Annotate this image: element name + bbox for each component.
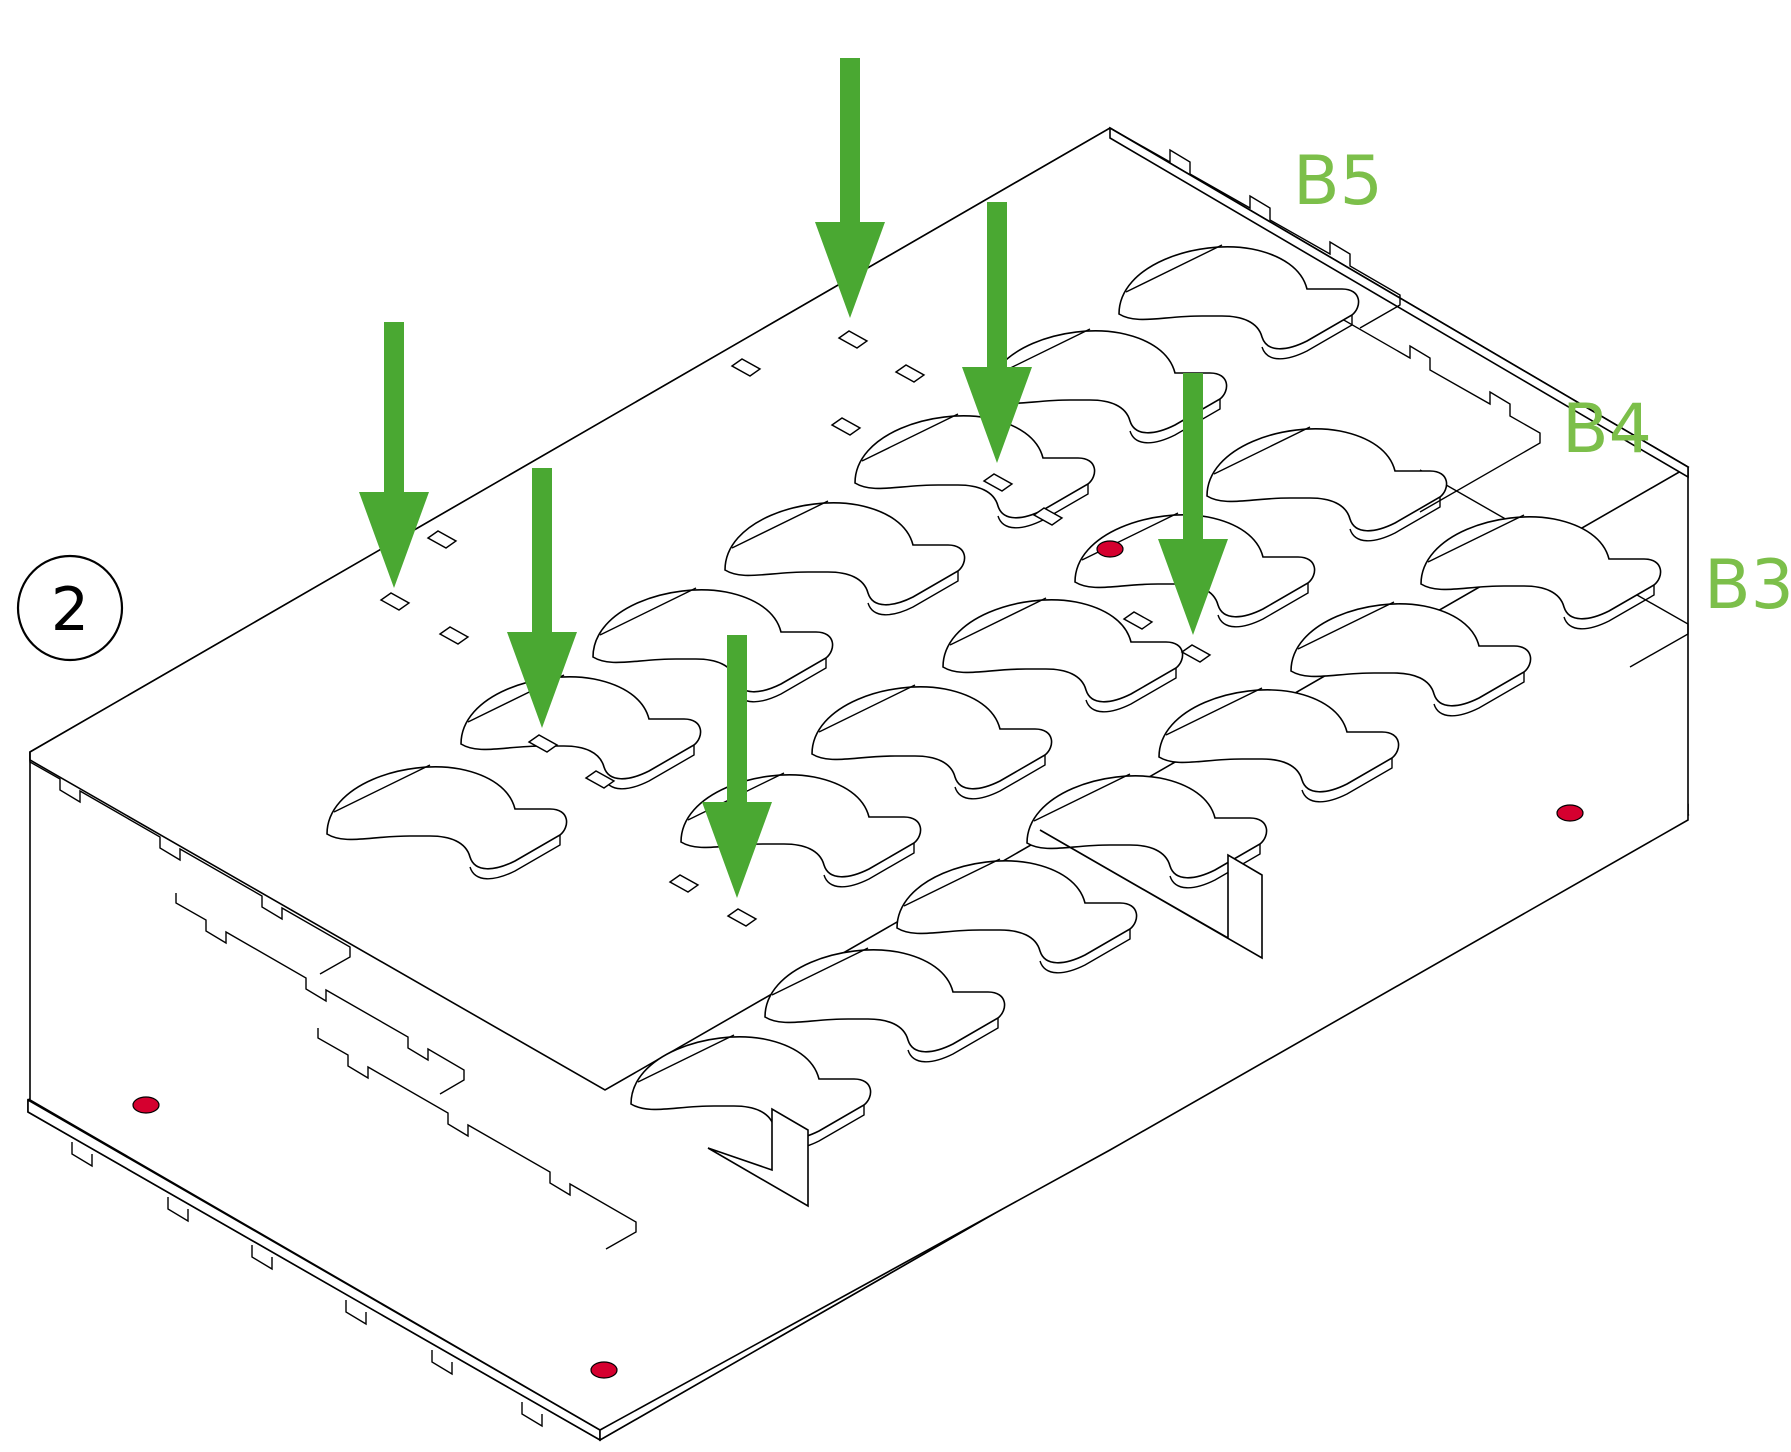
c-cutout bbox=[326, 764, 568, 880]
c-cutout bbox=[1158, 687, 1400, 803]
c-cutout bbox=[811, 684, 1053, 800]
marker-group bbox=[132, 540, 1584, 1379]
step-indicator: 2 bbox=[16, 554, 124, 662]
c-cutout bbox=[942, 597, 1184, 713]
slot-hole bbox=[830, 417, 862, 436]
slot-hole bbox=[379, 592, 411, 611]
slot-hole bbox=[837, 330, 869, 349]
c-cutout bbox=[764, 947, 1006, 1063]
step-circle bbox=[16, 554, 124, 662]
down-arrow-icon bbox=[359, 322, 429, 588]
slot-hole bbox=[726, 908, 758, 927]
step-number: 2 bbox=[51, 575, 89, 645]
down-arrow-icon bbox=[702, 635, 772, 898]
top-plate bbox=[29, 126, 1690, 1431]
c-cutout bbox=[1420, 514, 1662, 630]
slot-hole bbox=[527, 734, 559, 753]
part-label-b4: B4 bbox=[1562, 390, 1652, 469]
c-cutout bbox=[854, 413, 1096, 529]
slot-hole bbox=[1032, 507, 1064, 526]
slot-group bbox=[379, 330, 1212, 927]
red-dot-marker bbox=[1556, 804, 1584, 822]
slot-hole bbox=[730, 358, 762, 377]
edge-plate-b4 bbox=[1259, 271, 1541, 513]
down-arrow-icon bbox=[507, 468, 577, 728]
slot-hole bbox=[584, 770, 616, 789]
c-cutout bbox=[1026, 773, 1268, 889]
left-plate-edges bbox=[29, 752, 637, 1250]
edge-plate-b5 bbox=[1109, 127, 1401, 329]
slot-hole bbox=[1180, 644, 1212, 663]
slot-hole bbox=[1122, 611, 1154, 630]
down-arrow-icon bbox=[962, 202, 1032, 463]
arrow-group bbox=[359, 58, 1228, 898]
down-arrow-icon bbox=[1158, 373, 1228, 635]
upright-fins bbox=[707, 829, 1263, 1208]
slot-hole bbox=[438, 626, 470, 645]
c-cutout bbox=[724, 500, 966, 616]
c-cutout bbox=[1290, 601, 1532, 717]
base-tabs bbox=[71, 1142, 543, 1428]
cutout-group bbox=[326, 244, 1662, 1150]
red-dot-marker bbox=[132, 1096, 160, 1114]
red-dot-marker bbox=[1096, 540, 1124, 558]
down-arrow-icon bbox=[815, 58, 885, 318]
slot-hole bbox=[426, 530, 458, 549]
part-label-b3: B3 bbox=[1704, 546, 1791, 625]
slot-hole bbox=[668, 874, 700, 893]
slot-hole bbox=[982, 473, 1014, 492]
slot-hole bbox=[894, 364, 926, 383]
c-cutout bbox=[896, 858, 1138, 974]
red-dot-marker bbox=[590, 1361, 618, 1379]
part-label-b5: B5 bbox=[1293, 142, 1383, 221]
c-cutout bbox=[1118, 244, 1360, 360]
c-cutout bbox=[1206, 426, 1448, 542]
